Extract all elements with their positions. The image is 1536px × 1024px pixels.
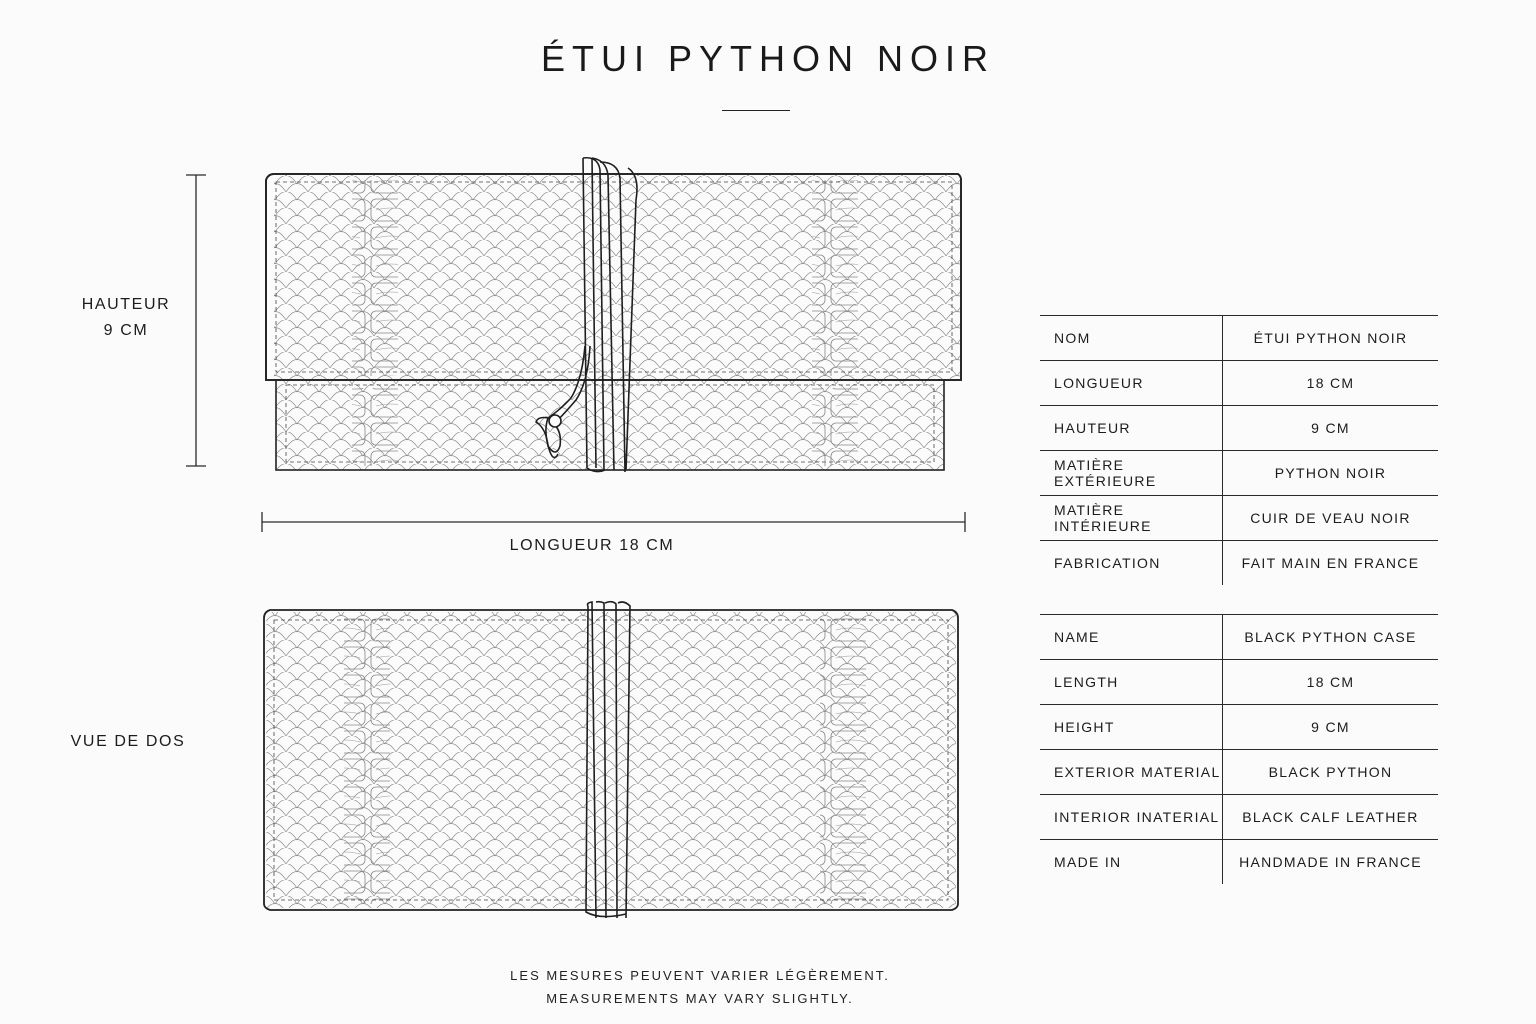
spec-key: LONGUEUR: [1040, 360, 1223, 406]
spec-key: INTERIOR INATERIAL: [1040, 794, 1223, 840]
height-label: HAUTEUR 9 CM: [66, 292, 186, 344]
spec-value: BLACK PYTHON CASE: [1222, 614, 1438, 660]
measurement-note-en: MEASUREMENTS MAY VARY SLIGHTLY.: [546, 991, 854, 1006]
height-label-value: 9 CM: [103, 322, 149, 339]
height-label-title: HAUTEUR: [81, 296, 171, 313]
spec-key: EXTERIOR MATERIAL: [1040, 749, 1223, 795]
spec-value: 18 CM: [1222, 659, 1438, 705]
spec-value: HANDMADE IN FRANCE: [1222, 839, 1438, 884]
spec-key: MATIÈRE EXTÉRIEURE: [1040, 450, 1223, 496]
page-title: ÉTUI PYTHON NOIR: [540, 38, 996, 79]
spec-value: ÉTUI PYTHON NOIR: [1222, 315, 1438, 361]
spec-key: MADE IN: [1054, 854, 1122, 870]
spec-key: FABRICATION: [1054, 555, 1161, 571]
spec-key: HAUTEUR: [1040, 405, 1223, 451]
spec-key: NAME: [1040, 614, 1223, 660]
leather-tie-front: [535, 156, 638, 473]
spec-value: BLACK CALF LEATHER: [1222, 794, 1438, 840]
title-divider: [722, 110, 790, 111]
height-dimension-line: [186, 174, 206, 467]
back-view-label: VUE DE DOS: [70, 733, 186, 750]
length-dimension-line: [261, 512, 966, 532]
spec-value: FAIT MAIN EN FRANCE: [1222, 540, 1438, 585]
table-row: MADE IN HANDMADE IN FRANCE: [1040, 839, 1438, 884]
spec-value: 9 CM: [1222, 704, 1438, 750]
measurement-note-fr: LES MESURES PEUVENT VARIER LÉGÈREMENT.: [510, 968, 890, 983]
spec-key: HEIGHT: [1040, 704, 1223, 750]
spec-key: MATIÈRE INTÉRIEURE: [1040, 495, 1223, 541]
leather-tie-back: [585, 600, 631, 919]
spec-value: 9 CM: [1222, 405, 1438, 451]
spec-value: BLACK PYTHON: [1222, 749, 1438, 795]
spec-value: 18 CM: [1222, 360, 1438, 406]
table-row: FABRICATION FAIT MAIN EN FRANCE: [1040, 540, 1438, 585]
spec-value: CUIR DE VEAU NOIR: [1222, 495, 1438, 541]
spec-value: PYTHON NOIR: [1222, 450, 1438, 496]
case-front-view: [265, 173, 962, 471]
case-back-view: [263, 609, 959, 911]
spec-key: NOM: [1040, 315, 1223, 361]
spec-key: LENGTH: [1040, 659, 1223, 705]
length-label: LONGUEUR 18 CM: [509, 537, 675, 554]
